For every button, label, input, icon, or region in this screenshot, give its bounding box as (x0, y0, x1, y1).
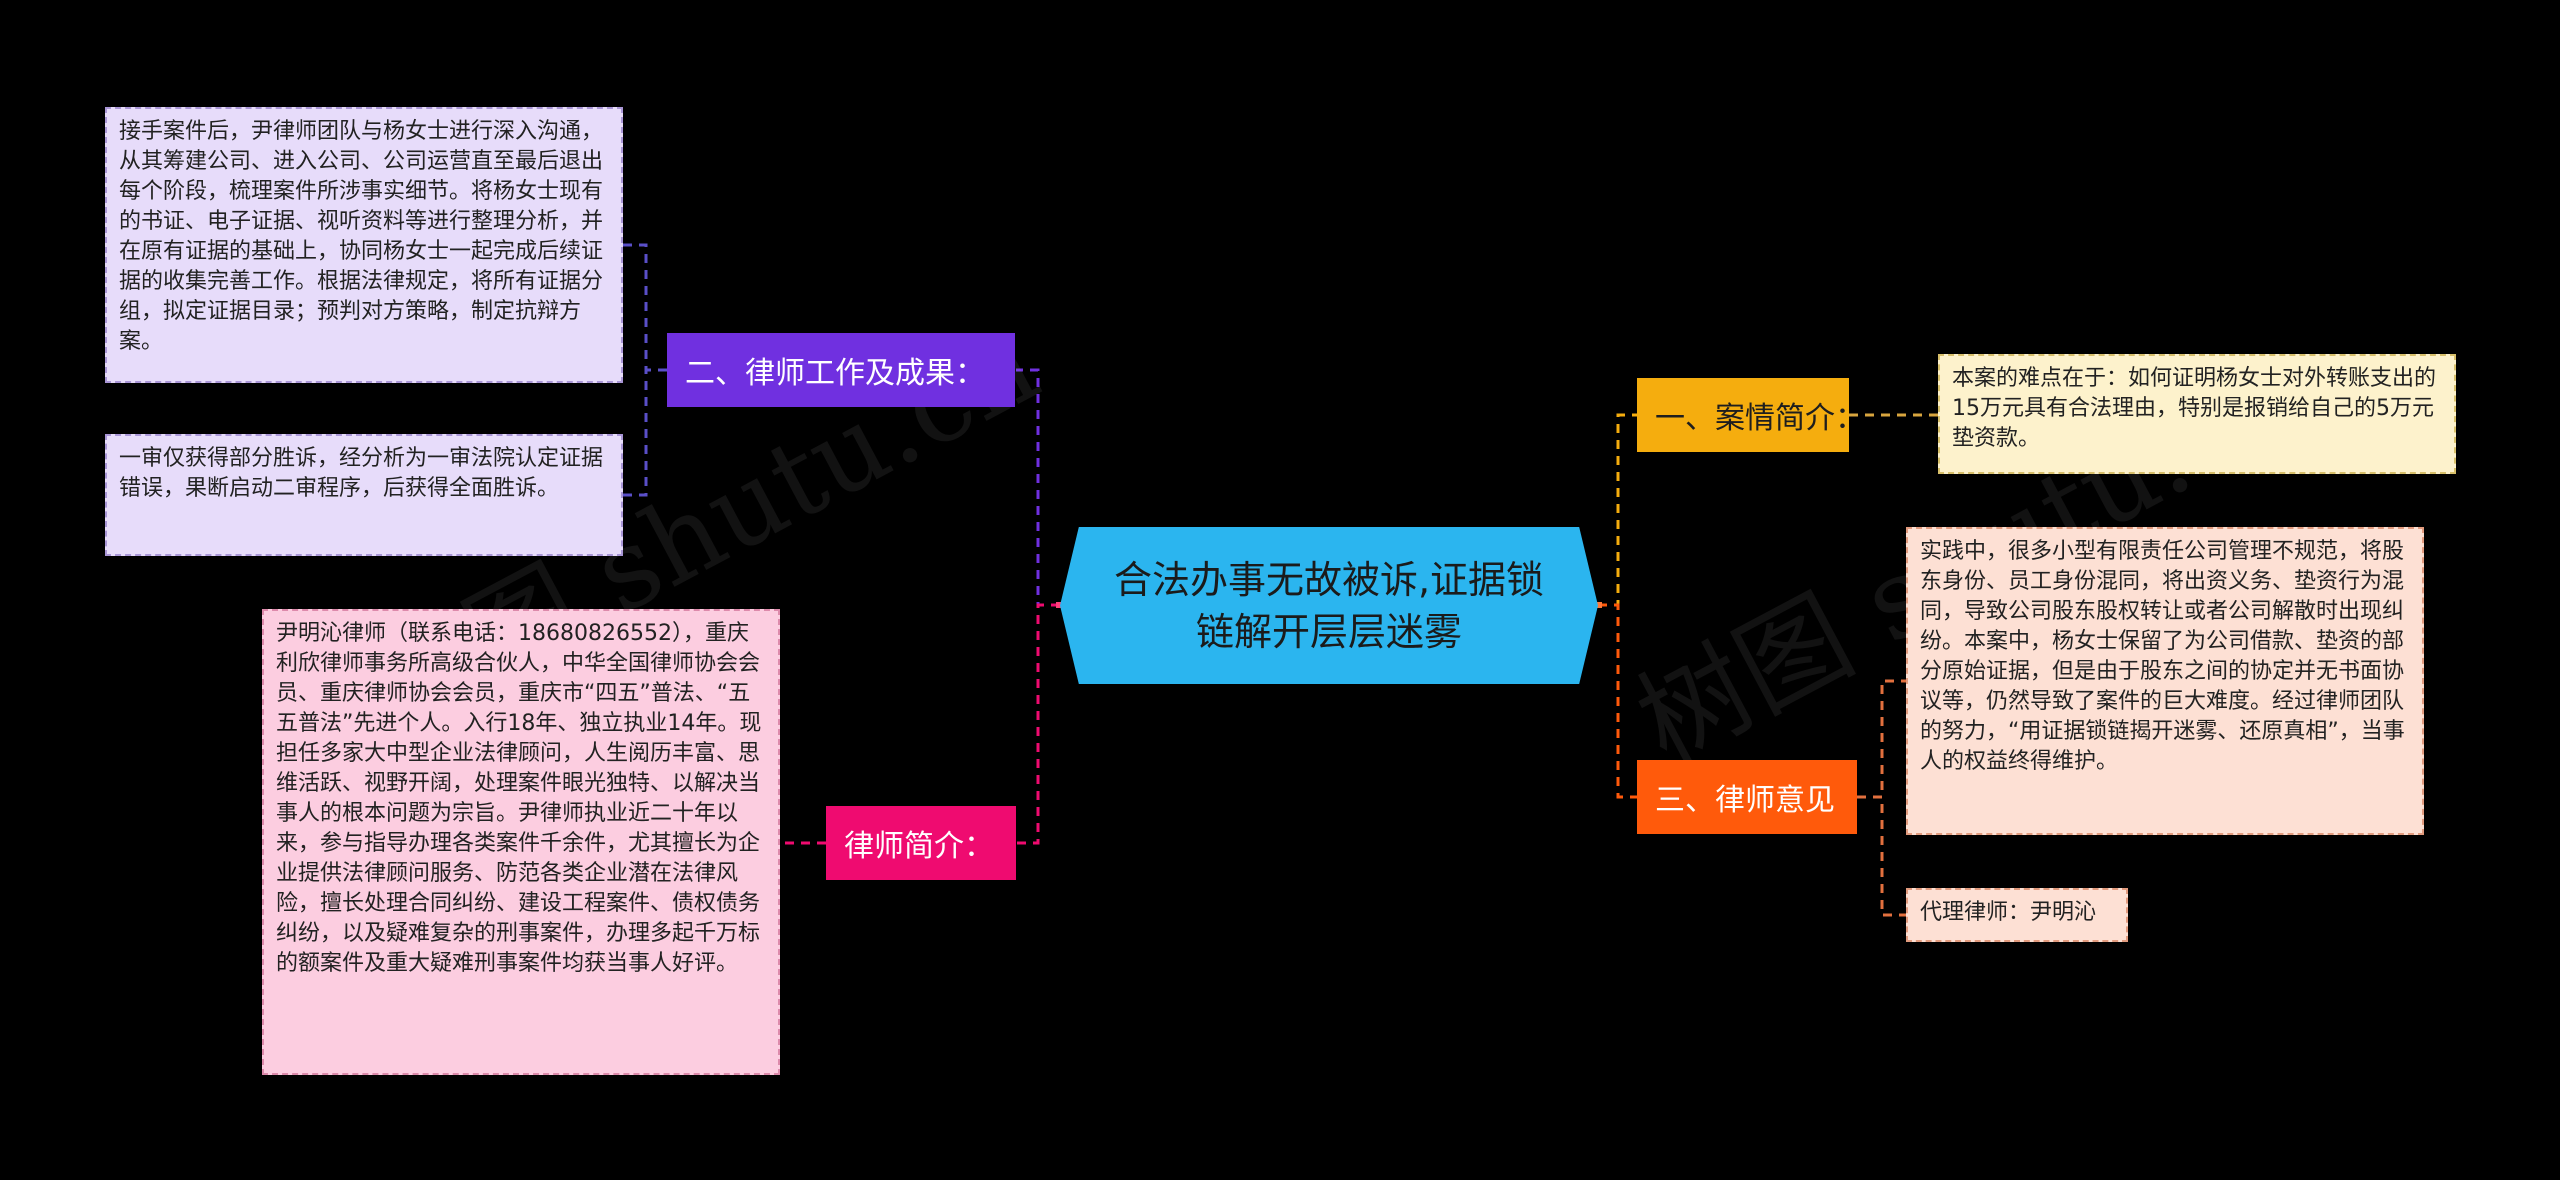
connector-root-lawyer (1016, 603, 1060, 845)
connector-work-leaf2 (623, 368, 667, 497)
leaf-agent-lawyer[interactable]: 代理律师：尹明沁 (1906, 888, 2128, 942)
branch-lawyer-intro[interactable]: 律师简介： (826, 806, 1016, 880)
branch-label: 律师简介： (844, 829, 994, 864)
connector-anchor (1056, 602, 1064, 608)
branch-lawyer-work[interactable]: 二、律师工作及成果： (667, 333, 1015, 407)
leaf-case-difficulty[interactable]: 本案的难点在于：如何证明杨女士对外转账支出的15万元具有合法理由，特别是报销给自… (1938, 354, 2456, 474)
connector-root-case (1598, 413, 1637, 607)
branch-case-intro[interactable]: 一、案情简介： (1637, 378, 1865, 452)
branch-label: 三、律师意见 (1655, 783, 1835, 818)
root-topic-label: 合法办事无故被诉,证据锁链解开层层迷雾 (1113, 557, 1545, 654)
leaf-opinion-analysis[interactable]: 实践中，很多小型有限责任公司管理不规范，将股东身份、员工身份混同，将出资义务、垫… (1906, 527, 2424, 835)
connector-root-opinion (1598, 603, 1637, 799)
branch-label: 二、律师工作及成果： (685, 356, 985, 391)
leaf-work-result[interactable]: 一审仅获得部分胜诉，经分析为一审法院认定证据错误，果断启动二审程序，后获得全面胜… (105, 434, 623, 556)
connector-work-leaf1 (623, 243, 667, 372)
branch-label: 一、案情简介： (1655, 401, 1865, 436)
root-topic[interactable]: 合法办事无故被诉,证据锁链解开层层迷雾 (1060, 527, 1598, 684)
leaf-lawyer-bio[interactable]: 尹明沁律师（联系电话：18680826552），重庆利欣律师事务所高级合伙人，中… (262, 609, 780, 1075)
leaf-work-process[interactable]: 接手案件后，尹律师团队与杨女士进行深入沟通，从其筹建公司、进入公司、公司运营直至… (105, 107, 623, 383)
connector-root-work (1016, 368, 1060, 607)
branch-lawyer-opinion[interactable]: 三、律师意见 (1637, 760, 1857, 834)
connector-anchor (1594, 602, 1602, 608)
connector-opinion-leaf1 (1857, 679, 1906, 799)
connector-opinion-leaf2 (1857, 795, 1906, 917)
